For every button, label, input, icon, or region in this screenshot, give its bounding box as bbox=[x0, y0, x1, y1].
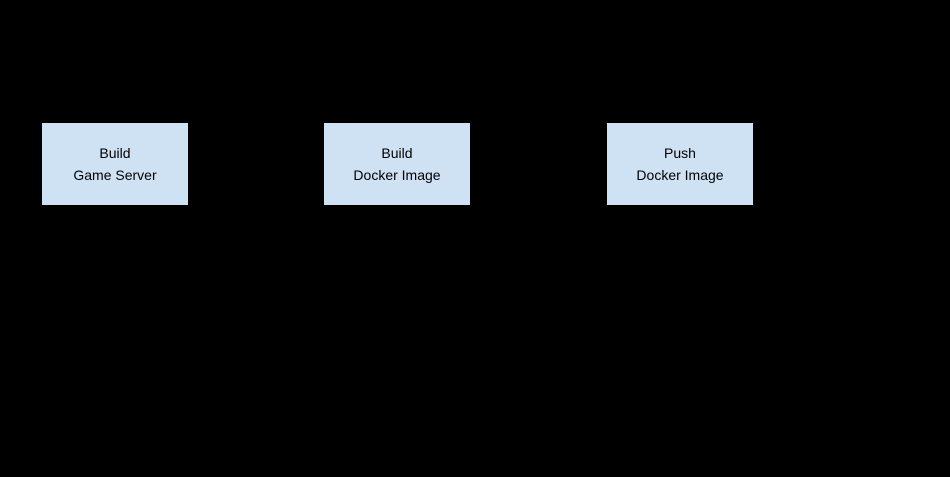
node-build-docker-image: Build Docker Image bbox=[323, 122, 471, 206]
node-push-docker-image: Push Docker Image bbox=[606, 122, 754, 206]
node-build-docker-image-label: Build Docker Image bbox=[353, 145, 441, 183]
node-build-game-server: Build Game Server bbox=[41, 122, 189, 206]
node-push-docker-image-label: Push Docker Image bbox=[636, 145, 724, 183]
node-build-game-server-label: Build Game Server bbox=[73, 145, 157, 183]
